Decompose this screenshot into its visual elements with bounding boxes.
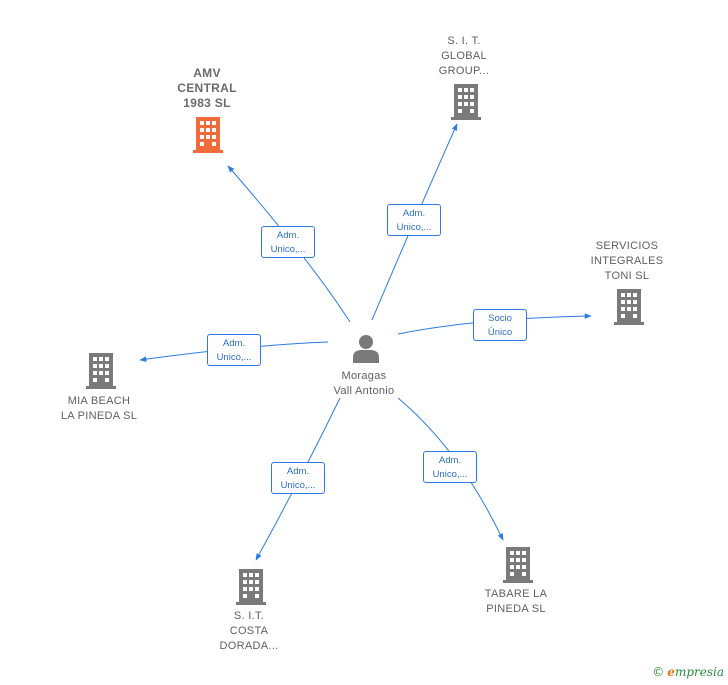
company-name-sit-global[interactable]: S. I. T. GLOBAL GROUP...: [438, 35, 490, 77]
building-icon-amv[interactable]: [193, 117, 223, 153]
relation-detail: Unico,...: [396, 222, 432, 233]
brand-initial: e: [667, 665, 675, 679]
building-icon-sit-global[interactable]: [451, 84, 481, 120]
relation-label-amv[interactable]: Adm. Unico,...: [261, 226, 315, 258]
copyright-icon: ©: [652, 665, 665, 679]
relation-role: Adm.: [222, 338, 246, 349]
relation-label-sit-costa[interactable]: Adm. Unico,...: [271, 462, 325, 494]
relation-label-sit-global[interactable]: Adm. Unico,...: [387, 204, 441, 236]
person-icon[interactable]: [351, 333, 381, 363]
company-name-sit-costa[interactable]: S. I.T. COSTA DORADA...: [219, 610, 279, 652]
relation-role: Adm.: [286, 466, 310, 477]
company-name-servicios[interactable]: SERVICIOS INTEGRALES TONI SL: [590, 240, 664, 282]
relation-label-tabare[interactable]: Adm. Unico,...: [423, 451, 477, 483]
building-icon-sit-costa[interactable]: [236, 569, 266, 605]
company-name-mia-beach[interactable]: MIA BEACH LA PINEDA SL: [60, 395, 138, 422]
relation-role: Adm.: [402, 208, 426, 219]
building-icon-tabare[interactable]: [503, 547, 533, 583]
brand-name: mpresia: [674, 665, 724, 679]
relation-detail: Unico,...: [280, 480, 316, 491]
company-name-tabare[interactable]: TABARE LA PINEDA SL: [484, 588, 548, 615]
relation-detail: Unico,...: [270, 244, 306, 255]
building-icon-mia-beach[interactable]: [86, 353, 116, 389]
relation-role: Socio: [488, 313, 512, 324]
relation-label-servicios[interactable]: Socio Único: [473, 309, 527, 341]
person-name[interactable]: Moragas Vall Antonio: [333, 370, 395, 397]
relation-detail: Único: [487, 327, 513, 338]
relation-label-mia-beach[interactable]: Adm. Unico,...: [207, 334, 261, 366]
brand-logo[interactable]: ©empresia: [652, 665, 724, 679]
relation-role: Adm.: [438, 455, 462, 466]
relation-detail: Unico,...: [432, 469, 468, 480]
relation-detail: Unico,...: [216, 352, 252, 363]
building-icon-servicios[interactable]: [614, 289, 644, 325]
company-name-amv[interactable]: AMV CENTRAL 1983 SL: [177, 66, 237, 110]
relation-role: Adm.: [276, 230, 300, 241]
